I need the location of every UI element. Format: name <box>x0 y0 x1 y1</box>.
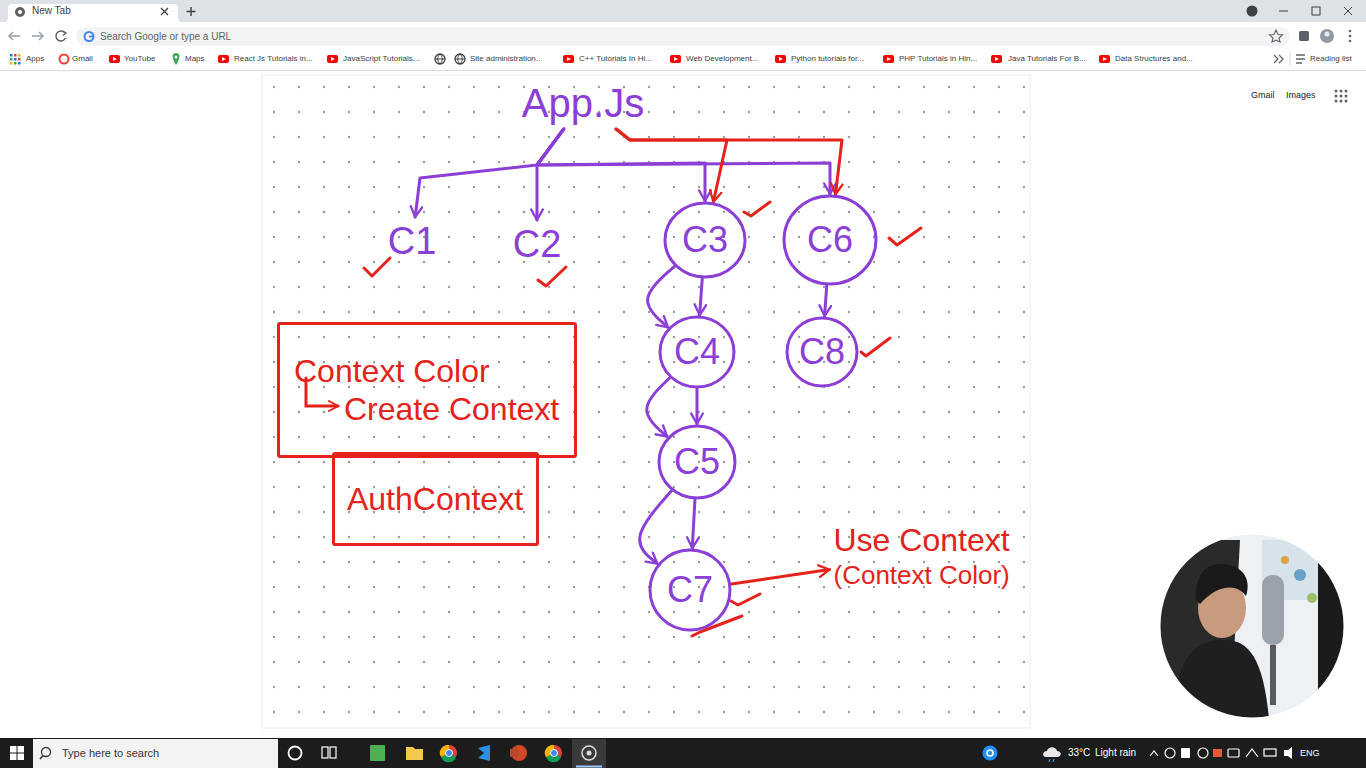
root-component: App.Js <box>518 77 649 129</box>
node-text: C7 <box>667 568 713 611</box>
taskbar <box>0 738 1366 768</box>
component-circle: C6 <box>782 194 878 286</box>
apps-grid-icon <box>1335 90 1348 103</box>
note-box: Context ColorCreate Context <box>277 322 577 458</box>
webcam-overlay <box>1155 530 1355 730</box>
connector-arrow <box>732 570 830 584</box>
bookmarks-bar <box>0 48 1366 71</box>
component-circle: C5 <box>657 424 737 500</box>
bookmark: Python tutorials for... <box>791 54 864 63</box>
connector-arrow <box>415 129 564 217</box>
component-label: C1 <box>384 217 441 267</box>
bookmark: Gmail <box>72 54 93 63</box>
tab-title: New Tab <box>32 5 71 17</box>
address-bar-placeholder: Search Google or type a URL <box>100 31 231 43</box>
tab-strip <box>0 0 1366 22</box>
bookmark: C++ Tutorials In Hi... <box>579 54 652 63</box>
component-label: C2 <box>509 220 566 270</box>
bookmark: Java Tutorials For B... <box>1008 54 1086 63</box>
node-text: C6 <box>807 218 853 261</box>
connector-arrow <box>640 491 672 564</box>
weather-temp: 33°C <box>1068 747 1090 759</box>
node-text: AuthContext <box>347 480 523 518</box>
node-text: (Context Color) <box>834 560 1010 591</box>
bookmark: Web Development... <box>686 54 758 63</box>
bookmark: YouTube <box>124 54 155 63</box>
node-text: C2 <box>513 222 562 268</box>
node-text: C1 <box>388 219 437 265</box>
node-text: Context Color <box>294 352 490 390</box>
toolbar <box>0 22 1366 48</box>
language-indicator: ENG <box>1300 748 1320 758</box>
node-text: C5 <box>674 440 720 483</box>
whiteboard <box>262 75 1030 728</box>
bookmark: React Js Tutorials in... <box>234 54 313 63</box>
reading-list: Reading list <box>1310 54 1352 63</box>
bookmark: JavaScript Tutorials... <box>343 54 419 63</box>
connector-arrow <box>692 500 695 548</box>
component-circle: C4 <box>658 315 736 389</box>
taskbar-search: Type here to search <box>62 747 159 760</box>
bookmark: Apps <box>26 54 44 63</box>
connector-arrow <box>537 129 564 220</box>
bookmark: Maps <box>185 54 205 63</box>
node-text: App.Js <box>522 79 644 127</box>
connector-arrow <box>647 378 670 436</box>
page-link: Gmail <box>1251 90 1275 100</box>
bookmark: PHP Tutorials in Hin... <box>899 54 977 63</box>
hook-note: Use Context(Context Color) <box>830 519 1015 593</box>
component-circle: C8 <box>785 316 859 388</box>
node-text: C4 <box>674 330 720 373</box>
node-text: C8 <box>799 330 845 373</box>
connector-arrow <box>696 389 699 424</box>
node-text: Create Context <box>344 390 559 428</box>
node-text: Use Context <box>834 521 1010 559</box>
weather-text: Light rain <box>1095 747 1136 759</box>
connector-arrow <box>616 129 842 194</box>
component-circle: C3 <box>663 201 747 279</box>
node-text: C3 <box>682 218 728 261</box>
connector-arrow <box>700 279 703 315</box>
component-circle: C7 <box>648 548 732 632</box>
page-link: Images <box>1286 90 1316 100</box>
bookmark: Site administration... <box>470 54 542 63</box>
connector-arrow <box>825 286 827 316</box>
bookmark: Data Structures and... <box>1115 54 1193 63</box>
note-box: AuthContext <box>332 452 539 546</box>
webcam-frame <box>1159 533 1345 719</box>
connector-arrow <box>648 267 675 328</box>
